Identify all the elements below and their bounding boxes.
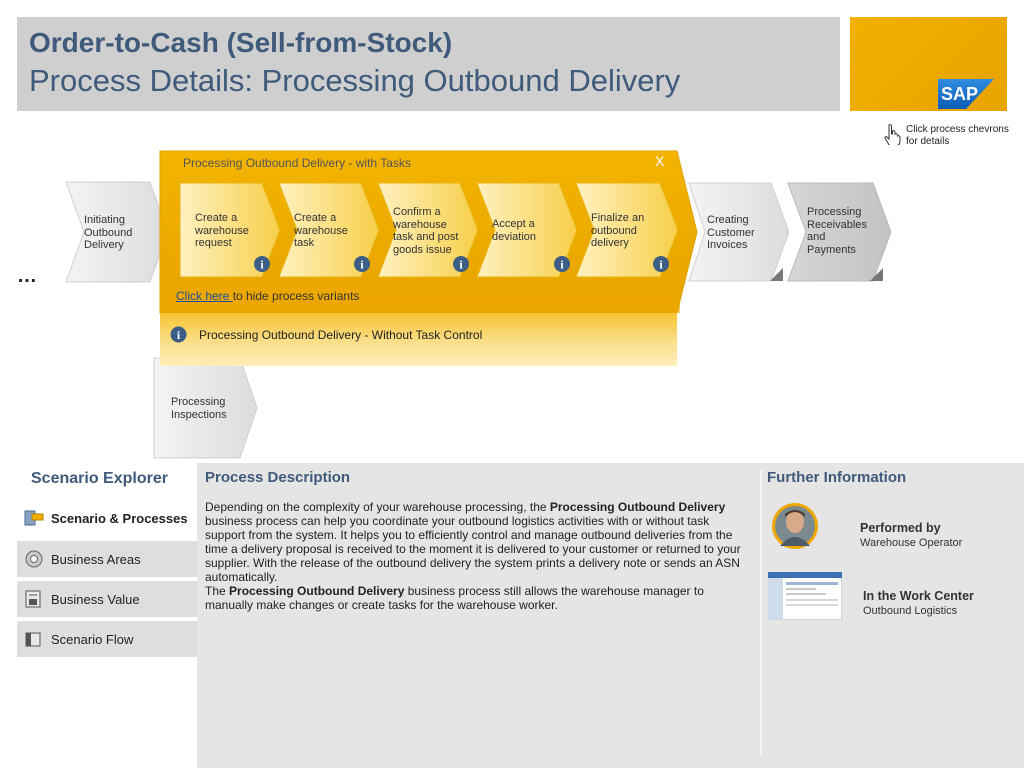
svg-text:i: i <box>260 258 264 272</box>
sidebar-item-business-areas[interactable]: Business Areas <box>17 541 197 578</box>
description-paragraph: Depending on the complexity of your ware… <box>205 500 741 584</box>
task-label-5: Finalize an outbound delivery <box>591 212 645 249</box>
sidebar-item-scenario-flow[interactable]: Scenario Flow <box>17 621 197 658</box>
step-label-inspections: Processing Inspections <box>171 396 227 421</box>
task-label-4: Accept a deviation <box>492 218 537 243</box>
sap-logo: SAP <box>938 79 994 109</box>
variant-label[interactable]: Processing Outbound Delivery - Without T… <box>199 328 483 342</box>
task-group-title: Processing Outbound Delivery - with Task… <box>183 156 411 170</box>
svg-text:i: i <box>560 258 564 272</box>
process-description-title: Process Description <box>205 469 351 486</box>
info-icon[interactable]: i <box>354 256 370 272</box>
sidebar-item-scenario-processes[interactable]: Scenario & Processes <box>17 500 197 537</box>
more-steps-ellipsis[interactable]: … <box>17 265 38 287</box>
svg-text:i: i <box>459 258 463 272</box>
header-bar: Order-to-Cash (Sell-from-Stock) Process … <box>17 17 840 111</box>
work-center-thumbnail[interactable] <box>768 572 842 620</box>
hide-variants-line: Click here to hide process variants <box>176 289 359 303</box>
svg-text:i: i <box>360 258 364 272</box>
further-information-title: Further Information <box>767 469 907 486</box>
svg-text:i: i <box>177 328 181 342</box>
task-chevron-1[interactable] <box>179 182 281 278</box>
task-chevron-5[interactable] <box>575 182 679 278</box>
content-panel <box>197 463 1024 768</box>
avatar <box>772 503 818 549</box>
work-center-label: In the Work Center <box>863 589 974 603</box>
sidebar-item-business-value[interactable]: Business Value <box>17 581 197 618</box>
sidebar-item-label: Business Areas <box>51 551 141 567</box>
performed-by-label: Performed by <box>860 521 941 535</box>
step-label-initiating: Initiating Outbound Delivery <box>84 214 133 251</box>
panel-divider <box>760 470 762 755</box>
info-icon[interactable]: i <box>170 326 187 343</box>
hide-variants-text: to hide process variants <box>232 289 360 303</box>
sidebar-item-label: Scenario & Processes <box>51 510 188 526</box>
svg-text:SAP: SAP <box>941 84 978 104</box>
step-label-receivables: Processing Receivables and Payments <box>807 206 867 256</box>
page-title: Order-to-Cash (Sell-from-Stock) <box>29 27 453 58</box>
sidebar-item-label: Scenario Flow <box>51 631 134 647</box>
work-center-value[interactable]: Outbound Logistics <box>863 605 958 617</box>
corner-triangle <box>770 268 783 281</box>
close-variants-button[interactable]: X <box>655 153 665 169</box>
process-description-text: Depending on the complexity of your ware… <box>205 500 745 612</box>
info-icon[interactable]: i <box>554 256 570 272</box>
performed-by-value: Warehouse Operator <box>860 537 963 549</box>
task-chevron-3[interactable] <box>377 182 479 278</box>
variant-bar[interactable] <box>160 313 677 366</box>
step-label-invoices: Creating Customer Invoices <box>707 214 755 251</box>
info-icon[interactable]: i <box>254 256 270 272</box>
step-chevron-initiating[interactable] <box>65 181 169 283</box>
business-areas-icon <box>25 550 43 568</box>
info-icon[interactable]: i <box>453 256 469 272</box>
page-subtitle: Process Details: Processing Outbound Del… <box>29 63 681 98</box>
business-value-icon <box>25 590 41 608</box>
svg-text:i: i <box>659 258 663 272</box>
scenario-flow-icon <box>25 632 41 647</box>
hand-pointer-icon <box>884 124 901 145</box>
description-paragraph: The Processing Outbound Delivery busines… <box>205 584 704 612</box>
task-chevron-2[interactable] <box>278 182 380 278</box>
task-label-1: Create a warehouse request <box>195 212 249 249</box>
corner-triangle <box>870 268 883 281</box>
task-label-3: Confirm a warehouse task and post goods … <box>393 206 459 256</box>
process-flow: i i i i i <box>65 150 892 459</box>
scenario-icon <box>24 510 44 526</box>
explorer-title: Scenario Explorer <box>31 470 168 487</box>
hint-text: Click process chevrons for details <box>906 124 1009 147</box>
brand-block <box>850 17 1007 111</box>
hide-variants-link[interactable]: Click here <box>176 289 233 303</box>
task-label-2: Create a warehouse task <box>294 212 348 249</box>
task-chevron-4[interactable] <box>476 182 578 278</box>
sidebar-item-label: Business Value <box>51 591 140 607</box>
info-icon[interactable]: i <box>653 256 669 272</box>
